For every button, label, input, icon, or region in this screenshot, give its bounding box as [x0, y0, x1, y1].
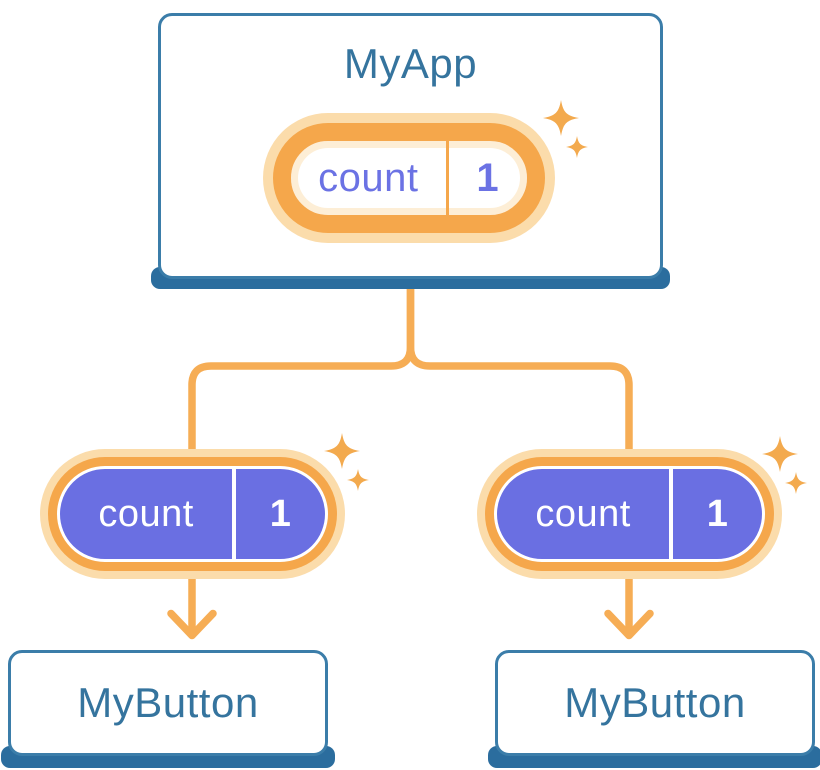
sparkle-small-icon	[566, 136, 588, 158]
node-myapp: MyApp	[151, 13, 670, 289]
state-pill-left: count 1	[57, 466, 328, 562]
node-mybutton-left-title: MyButton	[77, 679, 259, 726]
connector-root-to-left-child	[188, 285, 415, 638]
sparkle-small-icon	[785, 472, 807, 494]
state-pill-left-label: count	[60, 469, 237, 559]
node-mybutton-right-box: MyButton	[495, 650, 815, 756]
connector-root-to-right-child	[406, 285, 633, 638]
state-pill-root: count 1	[273, 123, 545, 233]
sparkle-icon	[762, 436, 807, 494]
sparkle-large-icon	[324, 433, 360, 469]
node-mybutton-right: MyButton	[488, 650, 820, 768]
node-mybutton-left-box: MyButton	[8, 650, 328, 756]
sparkle-icon	[543, 100, 588, 158]
sparkle-large-icon	[762, 436, 798, 472]
right-down-arrowhead-icon	[604, 609, 654, 640]
sparkle-small-icon	[347, 469, 369, 491]
state-pill-root-value: 1	[476, 155, 500, 200]
state-pill-right-value: 1	[706, 492, 729, 535]
left-down-arrowhead-icon	[167, 609, 217, 640]
node-myapp-title: MyApp	[343, 40, 478, 87]
state-pill-left-value: 1	[269, 492, 292, 535]
state-pill-right: count 1	[494, 466, 765, 562]
state-pill-root-label: count	[291, 141, 449, 215]
node-mybutton-left: MyButton	[1, 650, 335, 768]
sparkle-icon	[324, 433, 369, 491]
node-myapp-box: MyApp	[158, 13, 663, 279]
node-mybutton-right-title: MyButton	[564, 679, 746, 726]
state-pill-right-label: count	[497, 469, 674, 559]
sparkle-large-icon	[543, 100, 579, 136]
